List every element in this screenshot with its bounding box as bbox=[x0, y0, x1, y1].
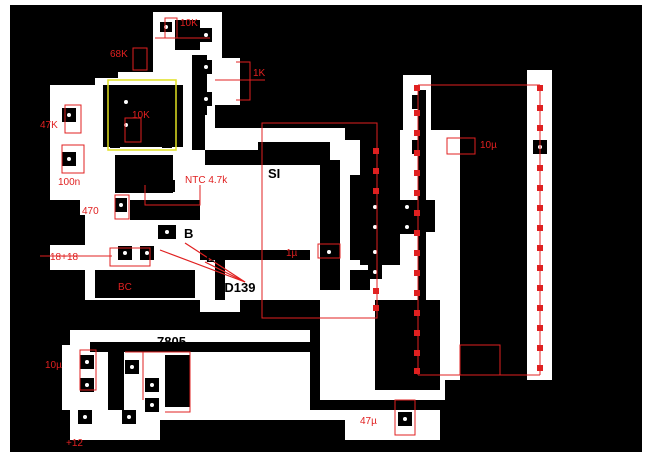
outline-cap-1u bbox=[317, 243, 341, 259]
pad-holes bbox=[67, 25, 542, 421]
copper-corridor bbox=[205, 128, 345, 150]
label-bd139: BD139 bbox=[215, 280, 255, 295]
outline-c100n bbox=[61, 144, 85, 174]
outline-cap-47u bbox=[394, 399, 416, 436]
outline-r68k bbox=[132, 47, 148, 71]
outline-pot-1k bbox=[236, 61, 251, 101]
label-reg-7805: 7805 bbox=[157, 334, 186, 349]
pin-header-si bbox=[373, 148, 379, 311]
label-c100n: 100n bbox=[58, 177, 80, 188]
labels: 10K 68K 1K 47K 100n 10K NTC 4.7k 470 SI … bbox=[40, 18, 497, 449]
label-r68k: 68K bbox=[110, 49, 128, 60]
outline-transistor-bc bbox=[109, 247, 151, 267]
pin-header-column bbox=[414, 85, 420, 374]
label-cap-10u-left: 10µ bbox=[45, 360, 62, 371]
label-cap-10u-right: 10µ bbox=[480, 140, 497, 151]
outline-r10k-small bbox=[124, 117, 142, 143]
label-tr-b: B bbox=[184, 226, 193, 241]
outline-reg-7805 bbox=[125, 351, 191, 413]
label-si: SI bbox=[268, 166, 280, 181]
outline-cap-10u-right bbox=[446, 137, 476, 155]
copper-bottom-trace bbox=[62, 330, 440, 440]
component-outlines bbox=[40, 17, 541, 436]
label-r47k: 47K bbox=[40, 120, 58, 131]
label-cap-1u: 1µ bbox=[286, 248, 298, 259]
outline-r470 bbox=[114, 194, 130, 220]
isolation-gaps bbox=[90, 20, 440, 410]
label-r470: 470 bbox=[82, 206, 99, 217]
outline-cap-10u-left bbox=[79, 349, 97, 391]
label-r10k-top: 10K bbox=[180, 18, 198, 29]
label-r10k-small: 10K bbox=[132, 110, 150, 121]
bd139-pointer-lines bbox=[159, 242, 246, 283]
label-tr-e: E bbox=[206, 250, 215, 265]
ic-footprint-left bbox=[107, 79, 177, 151]
label-cap-47u: 47µ bbox=[360, 416, 377, 427]
label-ntc: NTC 4.7k bbox=[185, 175, 228, 186]
outline-si-module bbox=[261, 122, 378, 319]
ic-highlight-outline bbox=[107, 79, 177, 151]
outline-r47k bbox=[64, 104, 82, 134]
label-bc: BC bbox=[118, 282, 132, 293]
outline-ntc bbox=[144, 185, 201, 206]
label-pot-1k: 1K bbox=[253, 68, 266, 79]
label-supply-18: 18+18 bbox=[50, 252, 79, 263]
label-plus12: +12 bbox=[66, 438, 83, 449]
